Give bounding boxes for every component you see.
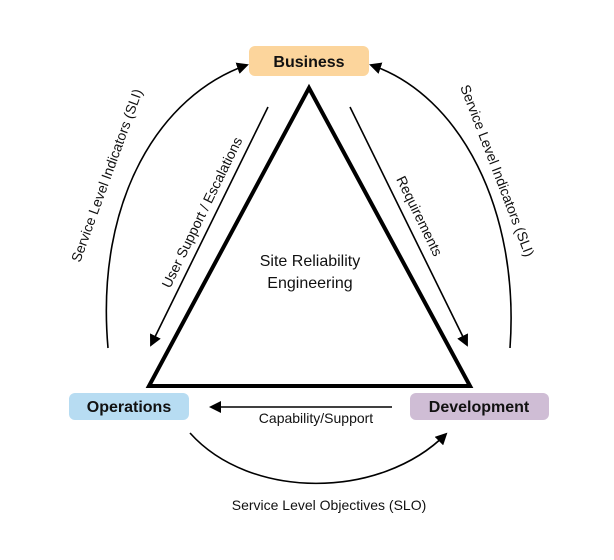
operations-node xyxy=(69,393,189,420)
operations-label: Operations xyxy=(87,399,172,416)
user-support-arrow xyxy=(150,106,269,347)
user-support-label: User Support / Escalations xyxy=(158,134,245,290)
business-node xyxy=(249,46,369,76)
requirements-arrow xyxy=(349,106,468,347)
business-label: Business xyxy=(273,54,344,71)
capability-label: Capability/Support xyxy=(259,410,374,426)
center-label-line1: Site Reliability xyxy=(260,253,360,270)
development-node xyxy=(410,393,549,420)
slo-arrow xyxy=(189,432,448,485)
sli-left-arrow xyxy=(105,62,249,349)
slo-label: Service Level Objectives (SLO) xyxy=(232,497,427,513)
sli-right-arrow xyxy=(369,62,512,349)
requirements-label: Requirements xyxy=(393,173,446,258)
sli-right-label: Service Level Indicators (SLI) xyxy=(457,82,537,258)
center-label-line2: Engineering xyxy=(267,275,352,292)
sre-triangle xyxy=(145,83,474,388)
development-label: Development xyxy=(429,399,530,416)
